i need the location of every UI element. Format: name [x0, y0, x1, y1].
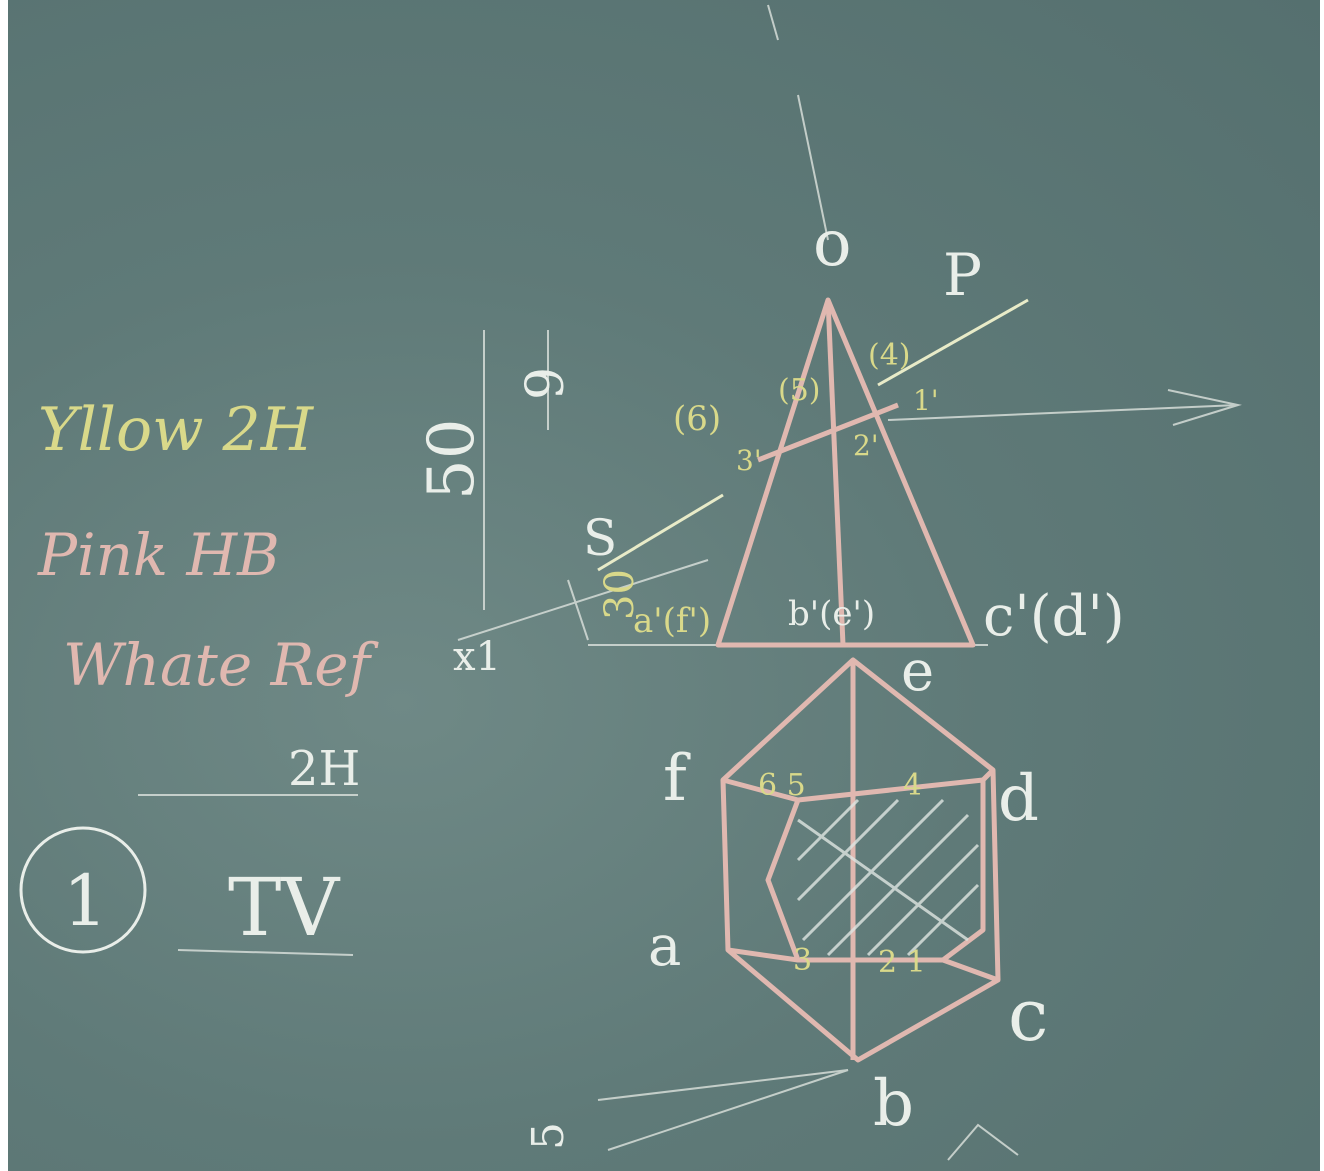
arrow-head — [1167, 389, 1242, 426]
dim-line-small — [567, 579, 589, 641]
front-mid-label: b'(e') — [788, 594, 875, 634]
tv-point-21: 2 1 — [878, 945, 926, 980]
front-left-label: a'(f') — [633, 601, 711, 641]
pyramid-front-view — [715, 297, 976, 648]
bottom-line — [597, 1069, 849, 1101]
tv-point-65: 6 5 — [758, 768, 806, 803]
problem-circle — [19, 826, 147, 954]
vertex-b-label: b — [873, 1067, 914, 1141]
vertex-e-label: e — [901, 639, 934, 704]
section-point-3: 3' — [736, 444, 762, 477]
xy-label: x1 — [453, 634, 501, 680]
axis-line-top — [767, 4, 779, 41]
section-point-5: (5) — [778, 373, 821, 408]
legend-white-grade: 2H — [288, 741, 360, 797]
section-plane — [597, 298, 1029, 572]
apex-label: o — [813, 207, 852, 281]
vertex-c-label: c — [1008, 973, 1048, 1057]
front-right-label: c'(d') — [983, 584, 1125, 649]
diag-bottom — [607, 1069, 849, 1151]
vertex-d-label: d — [998, 762, 1039, 836]
bottom-arrow — [947, 1123, 1019, 1161]
axis-line — [797, 94, 829, 241]
plane-label: P — [943, 241, 982, 309]
dim-bottom-label: 5 — [523, 1122, 574, 1150]
dim-mid-label: 30 — [597, 569, 643, 620]
xy-line-left — [457, 559, 709, 641]
vertex-f-label: f — [663, 742, 691, 816]
problem-number: 1 — [63, 860, 108, 942]
arrow-line — [887, 404, 1239, 421]
view-label: TV — [228, 861, 340, 954]
section-point-1: 1' — [913, 384, 939, 417]
section-hatching — [796, 798, 980, 957]
section-point-4: (4) — [868, 338, 911, 373]
dim-height-label: 50 — [415, 419, 489, 500]
legend-white: Whate Ref — [63, 631, 380, 699]
tv-point-3: 3 — [793, 943, 812, 978]
tv-point-4: 4 — [903, 768, 922, 803]
section-plane-upper — [877, 298, 1029, 387]
section-point-2: 2' — [853, 429, 879, 462]
vertex-a-label: a — [648, 914, 681, 979]
legend-yellow: Yllow 2H — [38, 395, 315, 465]
section-point-6: (6) — [673, 399, 721, 439]
legend-pink: Pink HB — [37, 521, 280, 589]
section-plane-lower — [597, 493, 724, 572]
section-label: S — [583, 509, 617, 567]
dim-top-label: 9 — [516, 367, 576, 400]
board-drawing: Yllow 2H Pink HB Whate Ref 2H 1 TV 50 9 … — [19, 4, 1242, 1161]
chalkboard: Yllow 2H Pink HB Whate Ref 2H 1 TV 50 9 … — [8, 0, 1320, 1171]
hexagon-top-view — [720, 657, 1001, 1063]
underline-tv — [177, 949, 354, 956]
construction-lines — [138, 4, 1242, 1161]
